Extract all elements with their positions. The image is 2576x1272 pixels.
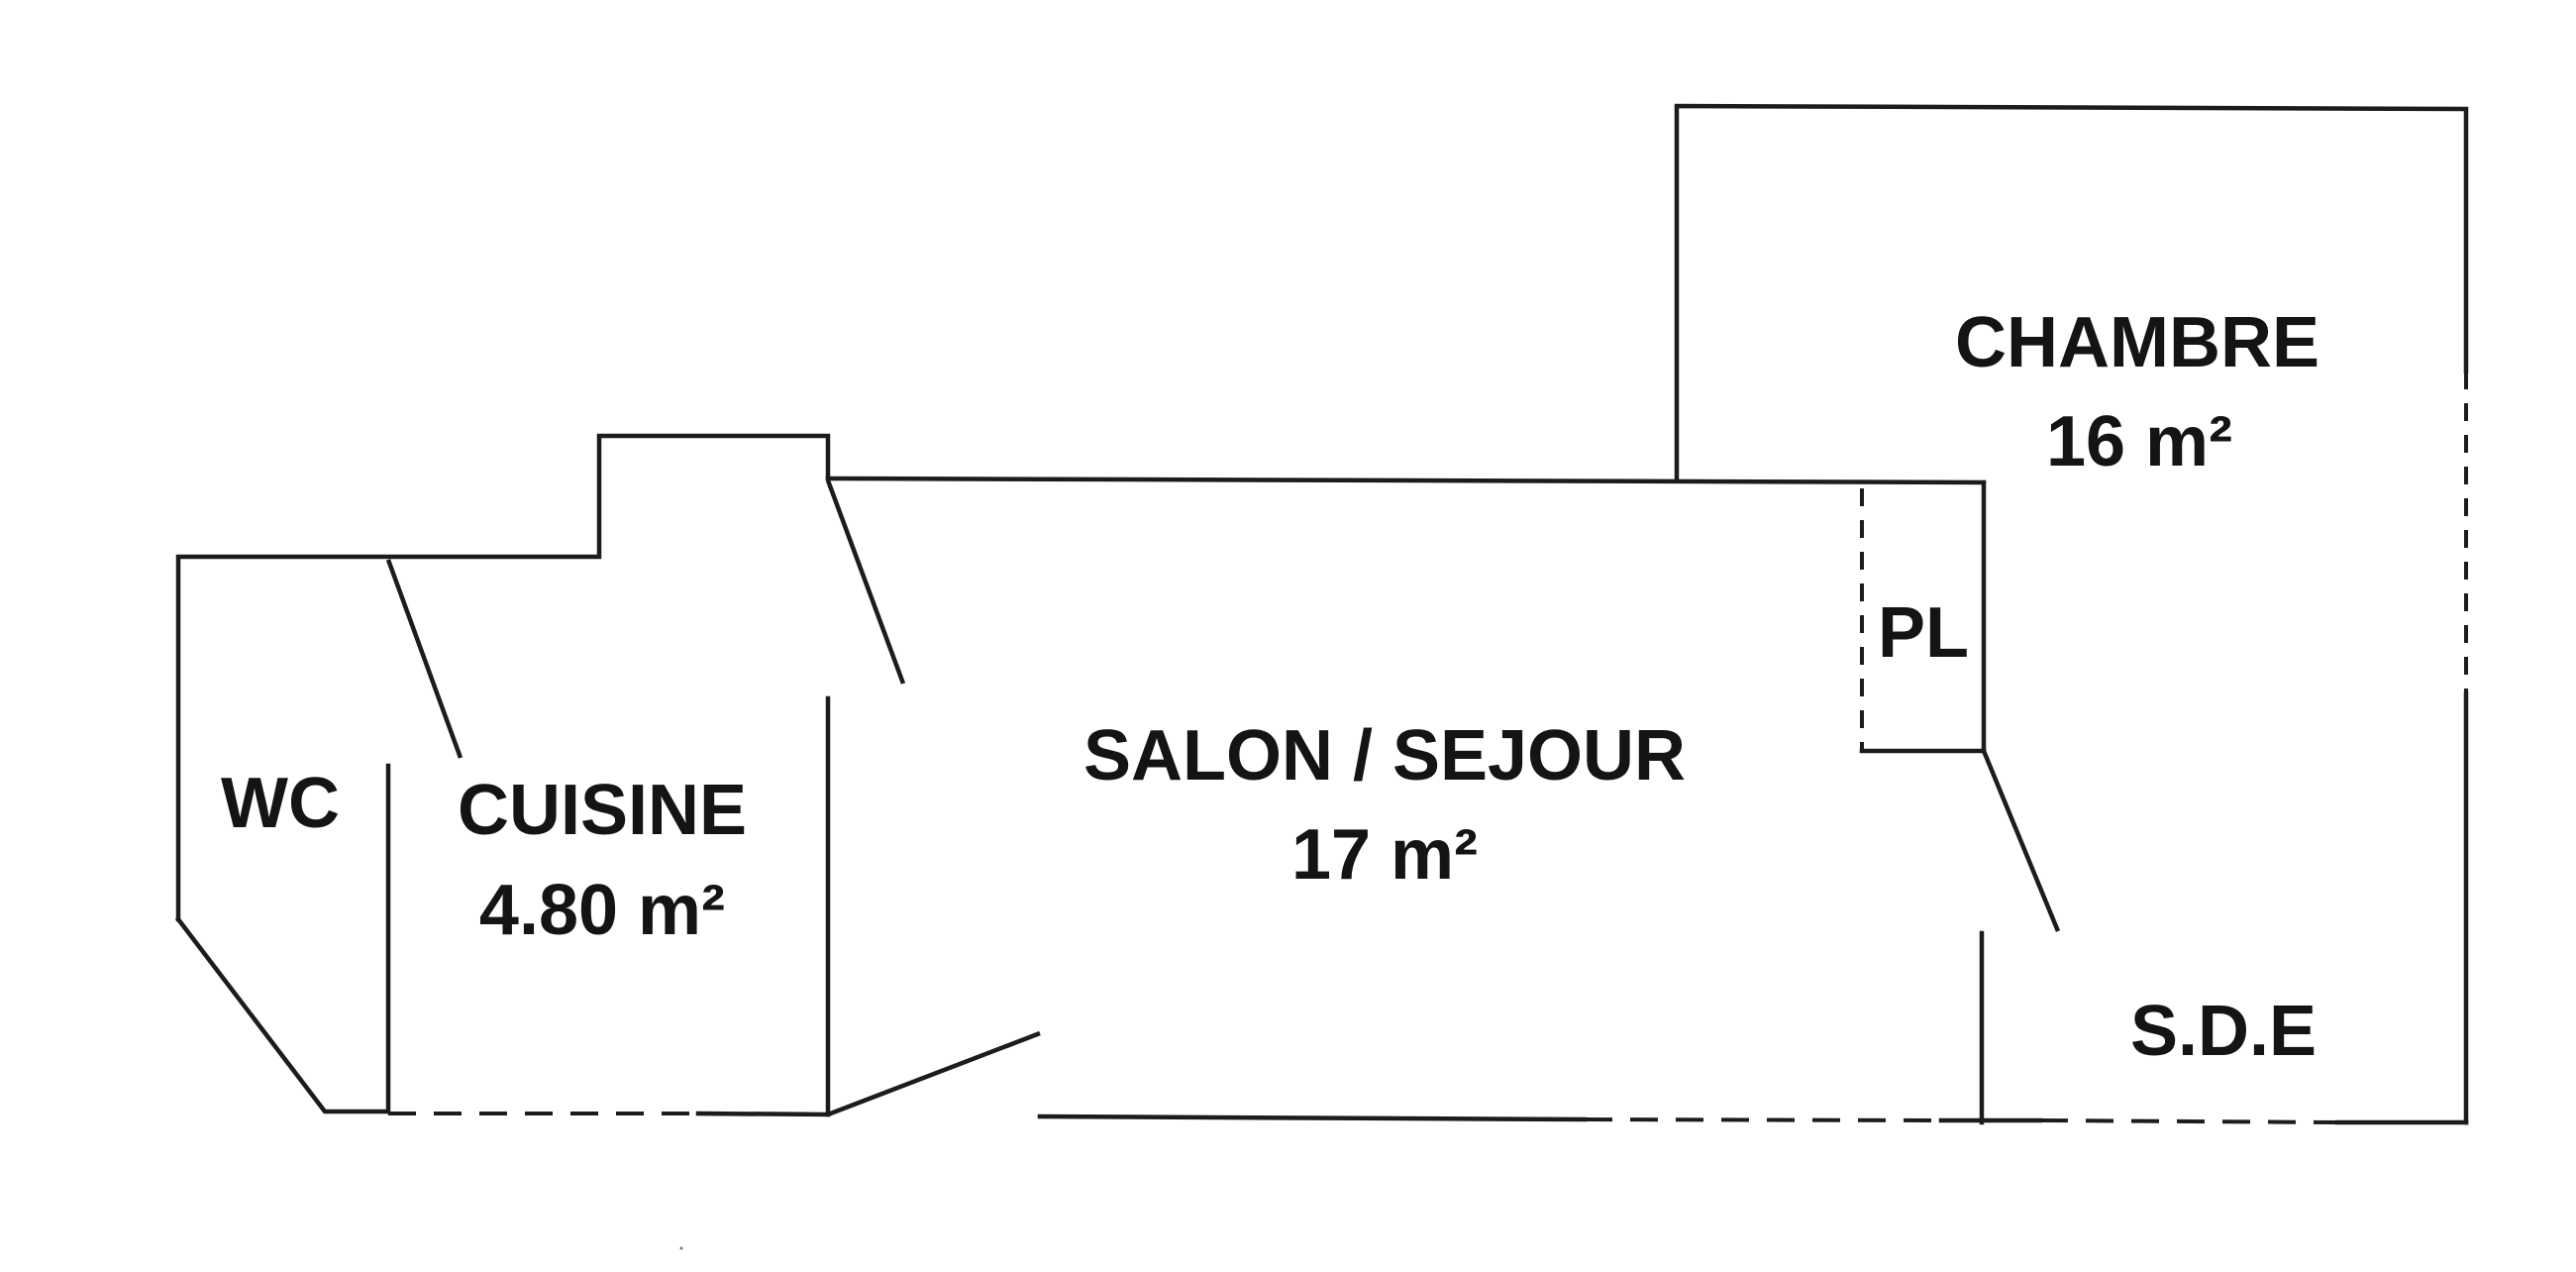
door-sde <box>1981 750 2061 932</box>
room-labels: CHAMBRE 16 m² SALON / SEJOUR 17 m² CUISI… <box>221 303 2319 1071</box>
salon-name: SALON / SEJOUR <box>1083 716 1686 795</box>
wall-kitchen-south <box>695 1111 831 1117</box>
wall-bedroom-north <box>1674 103 2469 483</box>
doors <box>385 479 2061 1117</box>
wall-west <box>175 433 831 922</box>
opening-south-east <box>1584 1117 1942 1122</box>
wc-name: WC <box>221 764 340 843</box>
opening-sde-south <box>2039 1118 2338 1124</box>
chambre-area: 16 m² <box>2046 402 2232 481</box>
salon-area: 17 m² <box>1291 815 1478 895</box>
door-wc <box>385 559 464 759</box>
walls <box>174 103 2469 1125</box>
door-kitchen <box>825 479 906 685</box>
wall-southwest-diagonal <box>174 915 389 1114</box>
door-entrance <box>827 1030 1041 1117</box>
wall-living-south <box>1037 1113 1588 1122</box>
sde-name: S.D.E <box>2130 992 2317 1071</box>
scan-speck <box>679 1246 683 1250</box>
dashed-lines <box>388 371 2468 1124</box>
cuisine-name: CUISINE <box>458 771 747 850</box>
chambre-name: CHAMBRE <box>1955 303 2319 382</box>
wall-living-north <box>825 476 1987 485</box>
cuisine-area: 4.80 m² <box>479 871 725 950</box>
placard-name: PL <box>1878 593 1969 673</box>
